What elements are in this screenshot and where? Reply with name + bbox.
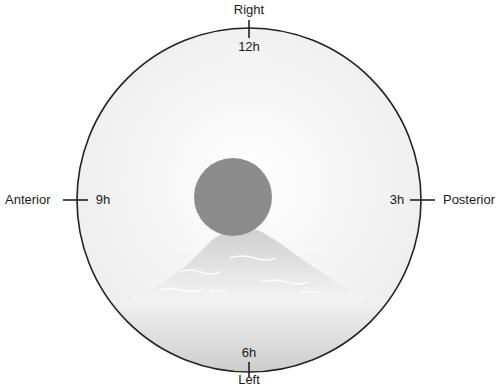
clock-face: 12h 9h 3h 6h <box>77 28 421 372</box>
direction-label: Posterior <box>443 193 495 207</box>
hour-label: 9h <box>96 193 110 207</box>
direction-label: Right <box>234 3 264 17</box>
direction-label: Left <box>238 373 260 387</box>
hour-label: 3h <box>390 193 404 207</box>
hour-label: 12h <box>238 40 260 54</box>
direction-label: Anterior <box>5 193 51 207</box>
hour-label: 6h <box>242 346 256 360</box>
